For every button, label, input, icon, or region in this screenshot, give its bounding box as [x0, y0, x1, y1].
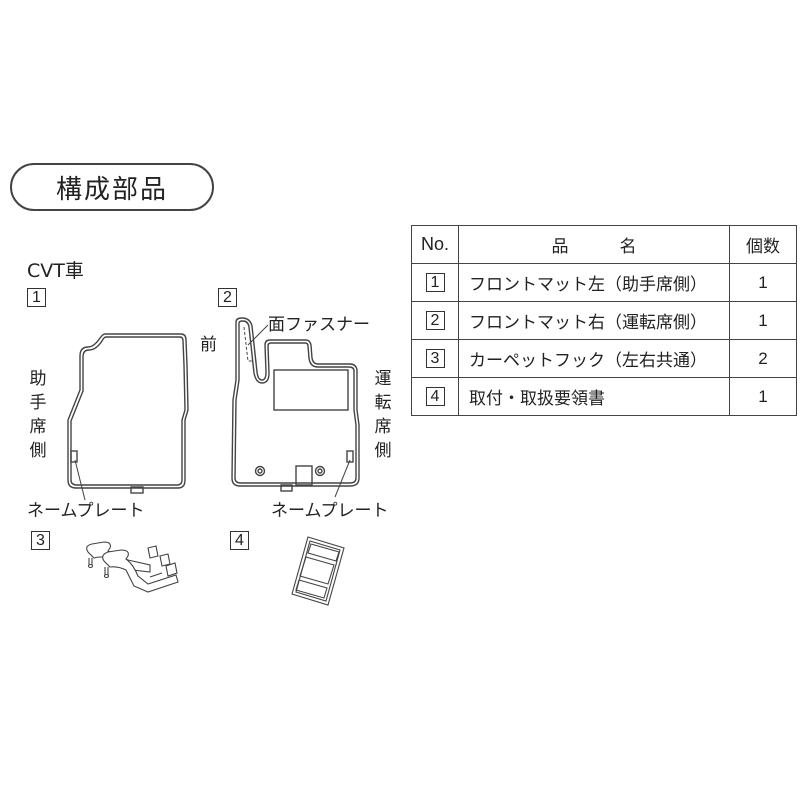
item-2-nameplate-callout: ネームプレート [271, 501, 389, 521]
row-no-cell: 3 [411, 339, 459, 378]
item-1-number-text: 1 [32, 288, 41, 306]
table-row: 4 取付・取扱要領書 1 [411, 377, 797, 416]
row-number-box: 2 [425, 311, 445, 330]
item-1-nameplate-callout: ネームプレート [27, 501, 145, 521]
header-count: 個数 [729, 225, 797, 264]
header-no: No. [411, 225, 459, 264]
side-char: 側 [29, 441, 47, 461]
item-4-number-text: 4 [235, 531, 244, 549]
table-header-row: No. 品 名 個数 [411, 225, 797, 264]
row-count: 2 [729, 339, 797, 378]
row-no-cell: 1 [411, 263, 459, 302]
item-2-side-label: 運 転 席 側 [374, 367, 392, 463]
row-name: フロントマット左（助手席側） [458, 263, 730, 302]
table-row: 1 フロントマット左（助手席側） 1 [411, 263, 797, 302]
side-char: 席 [29, 417, 47, 437]
side-char: 運 [374, 369, 392, 389]
item-3-number-text: 3 [36, 531, 45, 549]
row-number-box: 1 [425, 273, 445, 292]
item-2-number-text: 2 [223, 288, 232, 306]
row-count: 1 [729, 263, 797, 302]
row-name: フロントマット右（運転席側） [458, 301, 730, 340]
item-4-number: 4 [230, 531, 249, 550]
item-2-number: 2 [218, 288, 237, 307]
parts-table: No. 品 名 個数 1 フロントマット左（助手席側） 1 2 フロントマット右… [411, 225, 797, 416]
item-1-number: 1 [27, 288, 46, 307]
row-number-box: 3 [425, 349, 445, 368]
table-row: 3 カーペットフック（左右共通） 2 [411, 339, 797, 378]
row-name: 取付・取扱要領書 [458, 377, 730, 416]
row-no-cell: 2 [411, 301, 459, 340]
section-title: 構成部品 [10, 163, 214, 211]
side-char: 側 [374, 441, 392, 461]
side-char: 席 [374, 417, 392, 437]
side-char: 転 [374, 393, 392, 413]
item-1-side-label: 助 手 席 側 [29, 367, 47, 463]
item-3-number: 3 [31, 531, 50, 550]
fastener-callout: 面ファスナー [268, 315, 370, 335]
section-title-text: 構成部品 [55, 174, 168, 205]
variant-label: CVT車 [27, 260, 84, 282]
header-name: 品 名 [458, 225, 730, 264]
side-char: 助 [29, 369, 47, 389]
row-count: 1 [729, 301, 797, 340]
row-no-cell: 4 [411, 377, 459, 416]
side-char: 手 [29, 393, 47, 413]
front-label: 前 [200, 335, 217, 355]
row-number-box: 4 [425, 387, 445, 406]
row-name: カーペットフック（左右共通） [458, 339, 730, 378]
row-count: 1 [729, 377, 797, 416]
table-row: 2 フロントマット右（運転席側） 1 [411, 301, 797, 340]
